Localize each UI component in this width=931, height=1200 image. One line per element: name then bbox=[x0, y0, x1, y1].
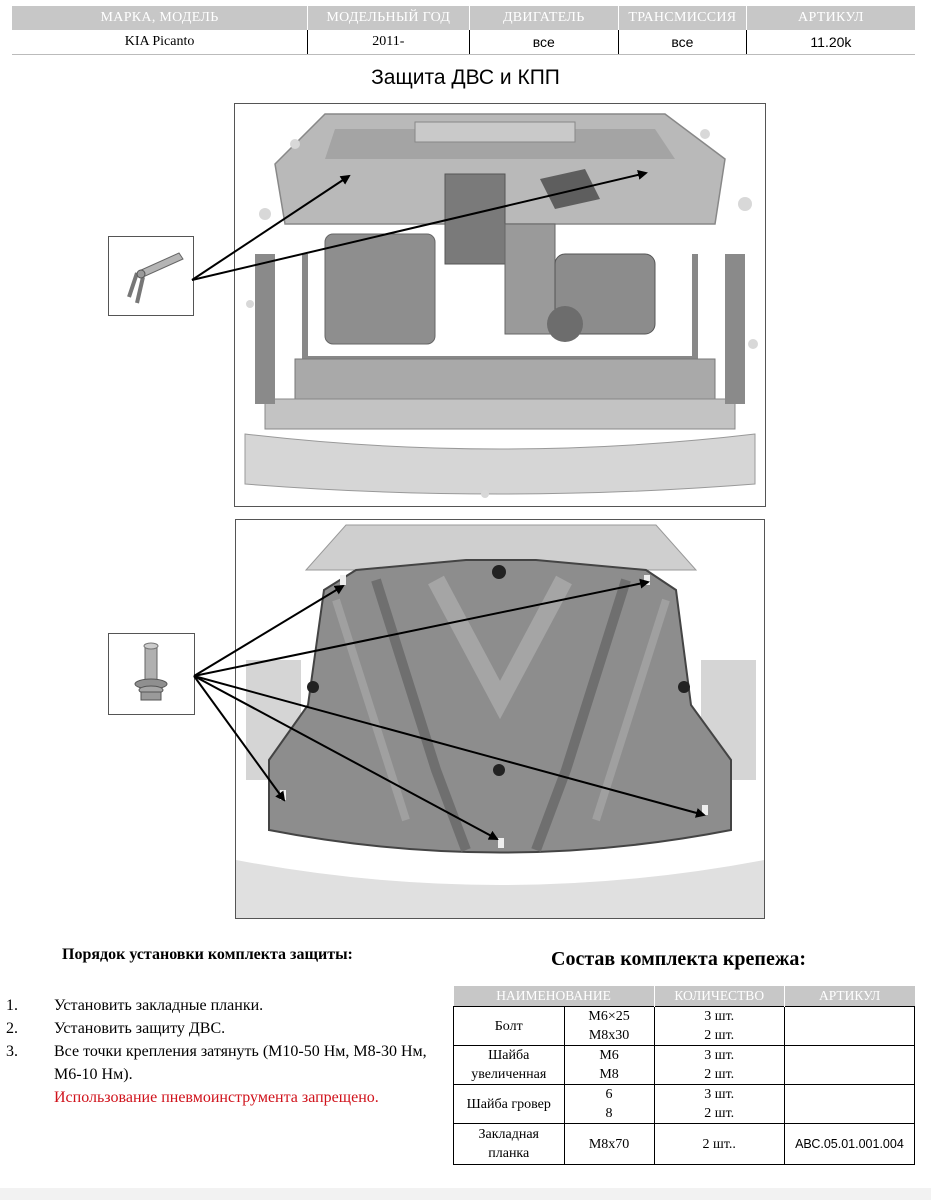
kit-size: М8 bbox=[599, 1067, 619, 1082]
step-text: Установить защиту ДВС. bbox=[54, 1020, 226, 1037]
step-text: Все точки крепления затянуть (М10-50 Нм,… bbox=[54, 1043, 427, 1083]
kit-qty: 3 шт. bbox=[704, 1087, 735, 1102]
bracket-inset bbox=[108, 236, 194, 316]
kit-item-qty: 3 шт. 2 шт. bbox=[653, 1045, 785, 1085]
kit-size: М6 bbox=[599, 1048, 619, 1063]
kit-qty: 3 шт. bbox=[704, 1009, 735, 1024]
page-title: Защита ДВС и КПП bbox=[371, 66, 560, 89]
bolt-inset bbox=[108, 633, 195, 715]
page-footer-bar bbox=[0, 1188, 931, 1200]
kit-size: М6×25 bbox=[588, 1009, 630, 1024]
kit-header-qty: КОЛИЧЕСТВО bbox=[653, 986, 785, 1007]
step-number: 2. bbox=[6, 1020, 18, 1037]
spec-header-year: МОДЕЛЬНЫЙ ГОД bbox=[307, 6, 470, 30]
kit-row: Закладная планка М8х70 2 шт.. АВС.05.01.… bbox=[453, 1123, 916, 1165]
spec-article: 11.20k bbox=[745, 30, 915, 55]
engine-bay-photo bbox=[234, 103, 766, 507]
kit-qty: 3 шт. bbox=[704, 1048, 735, 1063]
kit-qty: 2 шт. bbox=[704, 1067, 735, 1082]
installation-heading: Порядок установки комплекта защиты: bbox=[62, 946, 353, 963]
spec-header-model: МАРКА, МОДЕЛЬ bbox=[12, 6, 308, 30]
spec-engine: все bbox=[468, 30, 619, 55]
bolt-with-washer-icon bbox=[134, 642, 168, 701]
kit-item-qty: 3 шт. 2 шт. bbox=[653, 1084, 785, 1124]
kit-qty: 2 шт.. bbox=[702, 1136, 736, 1152]
spec-table: МАРКА, МОДЕЛЬ МОДЕЛЬНЫЙ ГОД ДВИГАТЕЛЬ ТР… bbox=[12, 6, 915, 55]
kit-item-sizes: М8х70 bbox=[563, 1123, 655, 1165]
kit-item-article bbox=[783, 1084, 916, 1124]
kit-row: Болт М6×25 М8х30 3 шт. 2 шт. bbox=[453, 1006, 916, 1046]
kit-qty: 2 шт. bbox=[704, 1028, 735, 1043]
kit-size: М8х30 bbox=[588, 1028, 630, 1043]
spec-year: 2011- bbox=[307, 30, 470, 55]
kit-item-qty: 3 шт. 2 шт. bbox=[653, 1006, 785, 1046]
kit-row: Шайба увеличенная М6 М8 3 шт. 2 шт. bbox=[453, 1045, 916, 1085]
kit-size: М8х70 bbox=[588, 1136, 630, 1152]
kit-item-sizes: М6 М8 bbox=[563, 1045, 655, 1085]
step-1: 1. Установить закладные планки. bbox=[6, 994, 446, 1017]
spec-header-transmission: ТРАНСМИССИЯ bbox=[617, 6, 747, 30]
step-2: 2. Установить защиту ДВС. bbox=[6, 1017, 446, 1040]
kit-size: 8 bbox=[605, 1106, 613, 1121]
kit-item-sizes: 6 8 bbox=[563, 1084, 655, 1124]
kit-item-article: АВС.05.01.001.004 bbox=[783, 1123, 916, 1165]
kit-item-article bbox=[783, 1045, 916, 1085]
kit-header-article: АРТИКУЛ bbox=[783, 986, 915, 1007]
installation-steps: 1. Установить закладные планки. 2. Устан… bbox=[6, 994, 446, 1109]
step-text: Установить закладные планки. bbox=[54, 997, 264, 1014]
step-3: 3. Все точки крепления затянуть (М10-50 … bbox=[6, 1040, 446, 1109]
kit-item-name: Болт bbox=[453, 1006, 565, 1046]
spec-row: KIA Picanto 2011- все все 11.20k bbox=[12, 30, 915, 55]
mounting-bracket-icon bbox=[127, 252, 184, 304]
kit-table: НАИМЕНОВАНИЕ КОЛИЧЕСТВО АРТИКУЛ Болт М6×… bbox=[453, 986, 916, 1165]
kit-item-qty: 2 шт.. bbox=[653, 1123, 785, 1165]
skid-plate-illustration bbox=[236, 520, 764, 918]
kit-item-article bbox=[783, 1006, 916, 1046]
kit-heading: Состав комплекта крепежа: bbox=[551, 948, 806, 970]
kit-header-name: НАИМЕНОВАНИЕ bbox=[453, 986, 655, 1007]
warning-text: Использование пневмоинструмента запрещен… bbox=[54, 1089, 379, 1106]
kit-size: 6 bbox=[605, 1087, 613, 1102]
kit-item-name: Шайба увеличенная bbox=[453, 1045, 565, 1085]
step-number: 3. bbox=[6, 1043, 18, 1060]
kit-qty: 2 шт. bbox=[704, 1106, 735, 1121]
spec-transmission: все bbox=[617, 30, 747, 55]
spec-model: KIA Picanto bbox=[12, 30, 308, 55]
kit-item-name: Шайба гровер bbox=[453, 1084, 565, 1124]
step-number: 1. bbox=[6, 997, 18, 1014]
kit-row: Шайба гровер 6 8 3 шт. 2 шт. bbox=[453, 1084, 916, 1124]
spec-header-article: АРТИКУЛ bbox=[745, 6, 915, 30]
skid-plate-photo bbox=[235, 519, 765, 919]
kit-item-sizes: М6×25 М8х30 bbox=[563, 1006, 655, 1046]
spec-header-engine: ДВИГАТЕЛЬ bbox=[468, 6, 619, 30]
kit-item-name: Закладная планка bbox=[453, 1123, 565, 1165]
engine-bay-illustration bbox=[235, 104, 765, 506]
